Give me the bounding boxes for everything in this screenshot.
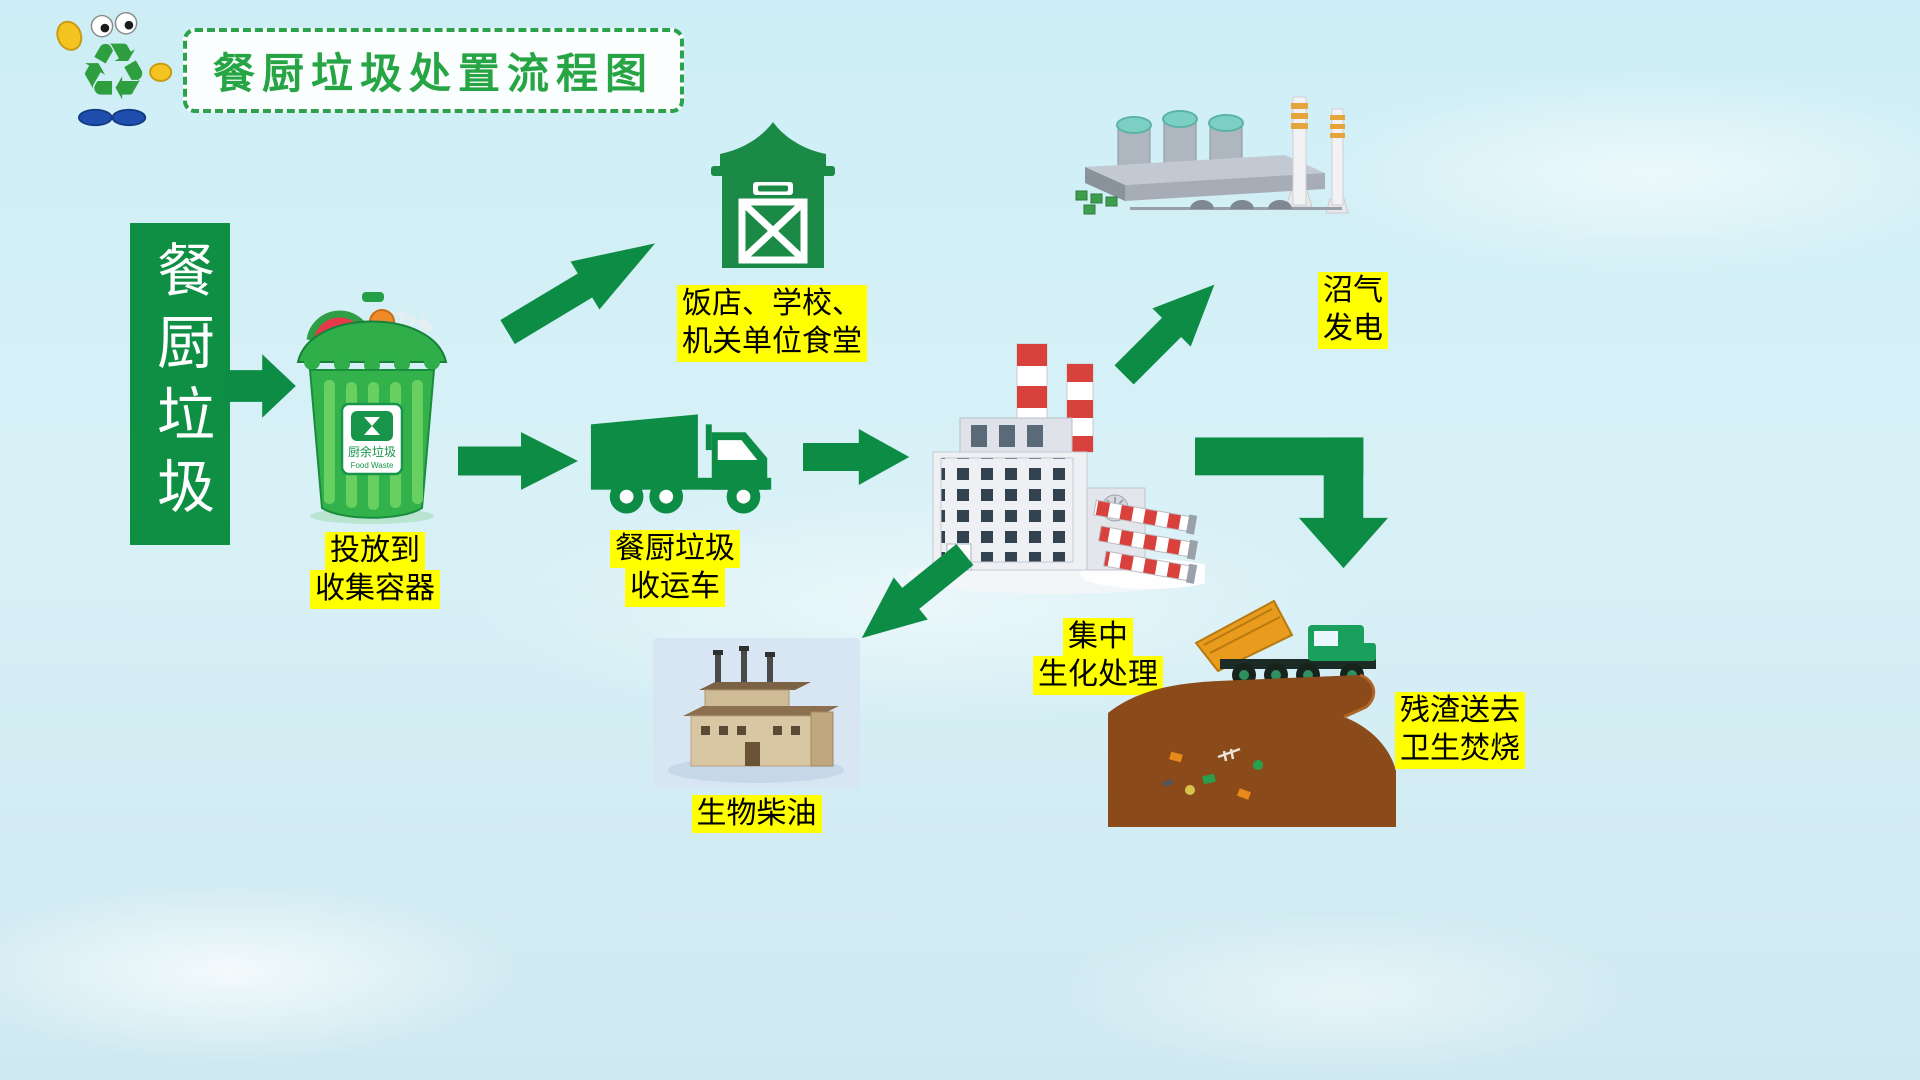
canteen-barn-icon: [698, 120, 848, 268]
source-node: 餐厨垃圾: [130, 223, 230, 545]
treatment-plant-illustration: [905, 338, 1205, 598]
arrow-bin-to-canteen: [492, 216, 673, 358]
arrow-plant-to-residue: [1195, 428, 1393, 570]
caption-plant: 集中 生化处理: [1018, 618, 1178, 695]
caption-bin: 投放到 收集容器: [290, 532, 460, 609]
arrow-plant-to-biodiesel: [842, 532, 983, 662]
plant-pipes: [1093, 499, 1199, 584]
bin-lid: [296, 292, 448, 373]
caption-biodiesel: 生物柴油: [653, 795, 860, 834]
biodiesel-plant-illustration: [653, 638, 860, 788]
collection-truck-icon: [583, 398, 791, 520]
caption-biogas: 沼气 发电: [1318, 272, 1438, 349]
bin-sign-text: 厨余垃圾: [348, 444, 396, 459]
mascot-recycle-icon: ♻: [52, 5, 177, 130]
caption-truck: 餐厨垃圾 收运车: [595, 530, 755, 607]
recycle-glyph: ♻: [78, 28, 149, 116]
landfill-illustration: [1108, 585, 1400, 827]
diagram-title: 餐厨垃圾处置流程图: [213, 50, 655, 97]
dump-truck-icon: [1194, 599, 1376, 687]
biogas-plant-illustration: [1040, 95, 1360, 275]
collection-bin-illustration: 厨余垃圾 Food Waste: [282, 268, 462, 526]
bin-sign-subtext: Food Waste: [351, 461, 394, 470]
arrow-bin-to-truck: [458, 430, 580, 492]
waste-specks: [1162, 747, 1263, 800]
arrow-source-to-bin: [225, 352, 297, 420]
source-label: 餐厨垃圾: [148, 240, 213, 528]
diagram-title-box: 餐厨垃圾处置流程图: [183, 28, 685, 113]
arrow-truck-to-plant: [803, 427, 911, 487]
landfill-mound: [1108, 675, 1396, 827]
bin-sign: 厨余垃圾 Food Waste: [340, 402, 404, 476]
biogas-chimneys: [1285, 96, 1349, 214]
cooling-towers: [1116, 110, 1244, 168]
caption-canteen: 饭店、学校、 机关单位食堂: [652, 285, 892, 362]
arrow-plant-to-biogas: [1104, 263, 1237, 396]
caption-residue: 残渣送去 卫生焚烧: [1395, 692, 1545, 769]
